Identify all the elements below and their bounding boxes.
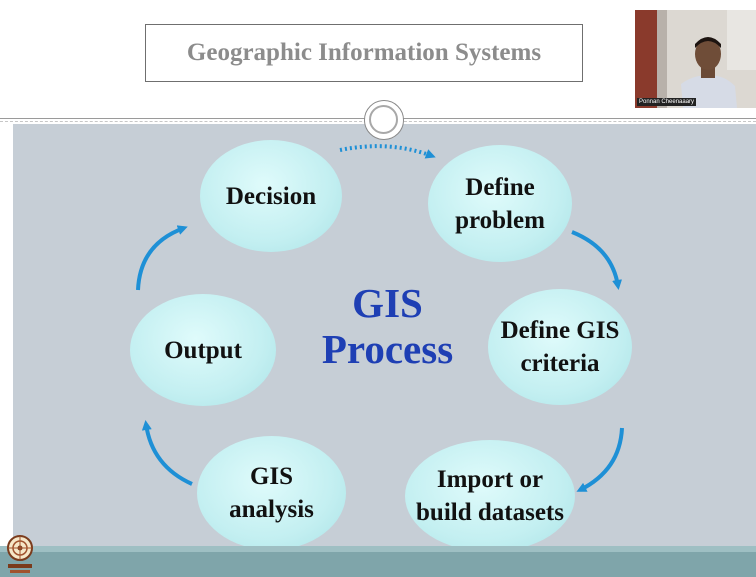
footer-bar-highlight bbox=[0, 546, 756, 552]
step-label: Output bbox=[164, 336, 242, 364]
step-define-gis-criteria: Define GIS criteria bbox=[488, 289, 632, 405]
step-gis-analysis: GIS analysis bbox=[197, 436, 346, 550]
center-title: GIS Process bbox=[290, 280, 485, 372]
step-label: Define GIS criteria bbox=[500, 317, 620, 377]
presenter-video-icon bbox=[635, 10, 756, 108]
webcam-feed: Ponnan Cheenaaary bbox=[635, 10, 756, 108]
step-output: Output bbox=[130, 294, 276, 406]
step-import-or-build-datasets: Import or build datasets bbox=[405, 440, 575, 552]
step-label: Import or build datasets bbox=[416, 466, 564, 526]
footer-bar bbox=[0, 546, 756, 577]
step-decision: Decision bbox=[200, 140, 342, 252]
step-label: Decision bbox=[225, 182, 317, 210]
step-label: GIS analysis bbox=[229, 463, 314, 523]
ring-ornament-icon bbox=[364, 100, 404, 140]
slide-title: Geographic Information Systems bbox=[186, 39, 542, 66]
webcam-name-label: Ponnan Cheenaaary bbox=[637, 98, 697, 106]
step-define-problem: Define problem bbox=[428, 145, 572, 262]
step-label: Define problem bbox=[455, 173, 545, 234]
institute-logo-icon bbox=[7, 535, 33, 573]
center-title-line2: Process bbox=[321, 326, 454, 372]
title-box: Geographic Information Systems bbox=[145, 24, 583, 82]
center-title-line1: GIS bbox=[352, 280, 423, 326]
